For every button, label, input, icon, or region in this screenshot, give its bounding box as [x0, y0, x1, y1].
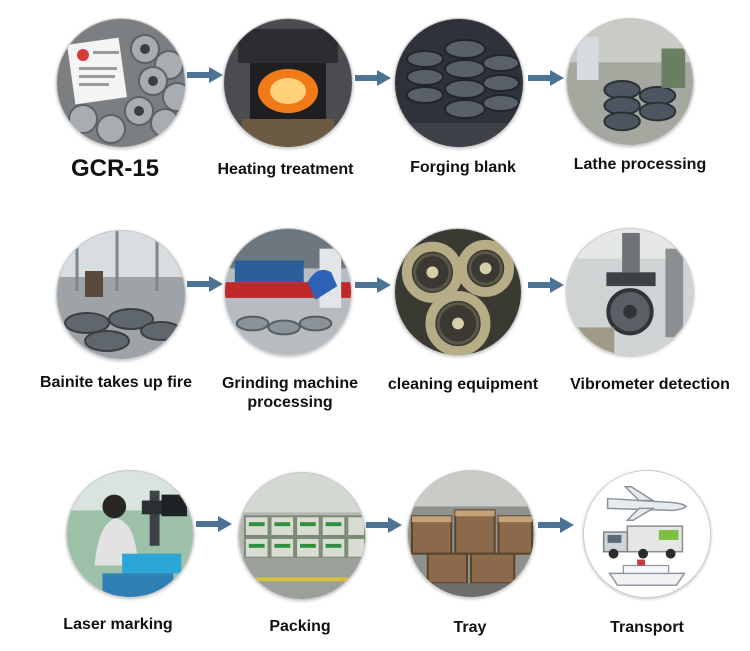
step-photo-heating: [223, 18, 353, 148]
flow-arrow: [538, 517, 574, 533]
step-photo-tray: [407, 470, 535, 598]
step-photo-forging: [394, 18, 524, 148]
laser-marker-icon: [67, 471, 193, 597]
flow-arrow: [187, 67, 223, 83]
step-photo-vibrometer: [566, 228, 694, 356]
step-photo-transport: [583, 470, 711, 598]
step-label: Lathe processing: [573, 156, 707, 173]
grinding-machine-icon: [225, 229, 351, 355]
step-photo-bainite: [56, 230, 186, 360]
step-label: Packing: [269, 618, 331, 635]
transport-icon: [584, 471, 710, 597]
step-photo-cleaning: [394, 228, 522, 356]
flow-arrow: [187, 276, 223, 292]
step-label: Transport: [610, 619, 684, 636]
furnace-icon: [224, 19, 352, 147]
flow-arrow: [528, 70, 564, 86]
vibrometer-icon: [567, 229, 693, 355]
pallet-icon: [408, 471, 534, 597]
flow-arrow: [196, 516, 232, 532]
flow-arrow: [355, 70, 391, 86]
step-label: GCR-15: [70, 155, 160, 182]
step-label: Grinding machine processing: [221, 375, 358, 411]
step-photo-laser: [66, 470, 194, 598]
step-label: Bainite takes up fire: [39, 374, 193, 391]
step-label: Forging blank: [410, 159, 516, 176]
step-label: Tray: [453, 619, 487, 636]
step-photo-packing: [238, 472, 366, 600]
flow-arrow: [528, 277, 564, 293]
bearing-rollers-icon: [395, 229, 521, 355]
step-label: cleaning equipment: [387, 376, 539, 393]
flow-arrow: [366, 517, 402, 533]
flow-arrow: [355, 277, 391, 293]
lathe-icon: [567, 19, 693, 145]
step-photo-gcr15: [56, 18, 186, 148]
step-label: Heating treatment: [217, 161, 354, 178]
step-label: Vibrometer detection: [570, 376, 730, 393]
step-photo-grinding: [224, 228, 352, 356]
forged-rings-icon: [395, 19, 523, 147]
step-label: Laser marking: [63, 616, 173, 633]
steel-bars-icon: [57, 19, 185, 147]
packed-boxes-icon: [239, 473, 365, 599]
step-photo-lathe: [566, 18, 694, 146]
workshop-icon: [57, 231, 185, 359]
